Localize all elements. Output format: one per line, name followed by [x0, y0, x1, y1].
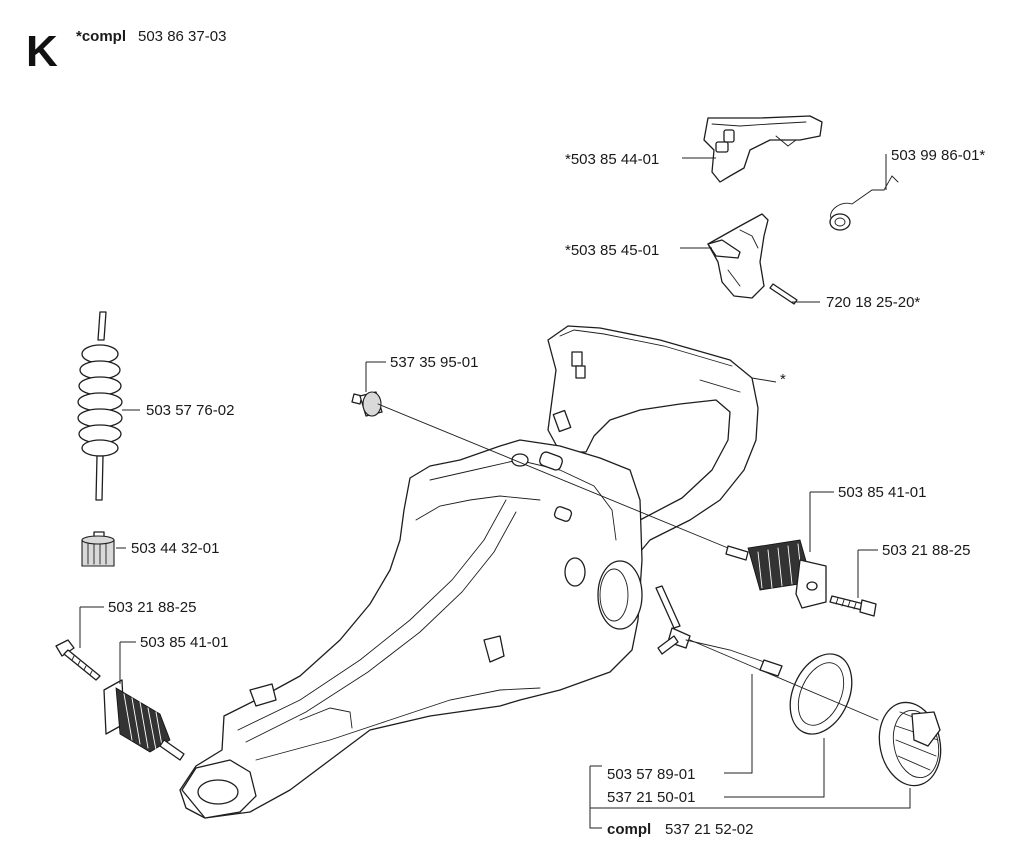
label-lever: *503 85 44-01: [565, 151, 659, 168]
label-hose: 503 57 89-01: [607, 766, 695, 783]
coil-spring-part: [77, 311, 123, 501]
trigger-part: [707, 213, 769, 299]
leader-asterisk: [751, 377, 777, 383]
label-right-screw: 503 21 88-25: [882, 542, 970, 559]
label-cap: 537 21 52-02: [665, 821, 753, 838]
pin-part: [769, 283, 798, 305]
small-spring-part: [829, 175, 899, 231]
leader-right-screw: [857, 549, 878, 598]
leader-cap: [590, 788, 911, 809]
section-letter: K: [26, 27, 58, 76]
label-filter: 503 44 32-01: [131, 540, 219, 557]
label-coil-spring: 503 57 76-02: [146, 402, 234, 419]
right-damper-part: [725, 539, 827, 609]
axis-top-damper: [377, 403, 729, 549]
label-gasket: 537 21 50-01: [607, 789, 695, 806]
lever-part: [703, 115, 823, 183]
kit-prefix: *compl: [76, 28, 126, 45]
right-screw-part: [829, 595, 877, 617]
fuel-hose-part: [655, 585, 783, 677]
leader-compl-bracket: [589, 766, 602, 829]
kit-number: 503 86 37-03: [138, 28, 226, 45]
fuel-cap-part: [878, 701, 942, 787]
leader-top-damper: [365, 361, 386, 392]
leader-right-damper: [809, 491, 834, 552]
leader-gasket: [724, 738, 825, 798]
label-asterisk: *: [780, 371, 786, 388]
label-pin: 720 18 25-20*: [826, 294, 920, 311]
leader-hose: [724, 674, 753, 774]
leader-left-screw: [79, 606, 104, 648]
label-small-spring: 503 99 86-01*: [891, 147, 985, 164]
label-left-damper: 503 85 41-01: [140, 634, 228, 651]
left-damper-part: [103, 679, 185, 761]
label-top-damper: 537 35 95-01: [390, 354, 478, 371]
gasket-ring-part: [789, 653, 853, 735]
tank-housing: [179, 325, 759, 819]
label-cap-prefix: compl: [607, 821, 651, 838]
label-left-screw: 503 21 88-25: [108, 599, 196, 616]
label-trigger: *503 85 45-01: [565, 242, 659, 259]
filter-part: [81, 531, 115, 567]
top-damper-part: [351, 391, 383, 417]
leader-left-damper: [119, 641, 136, 684]
axis-fuel-cap: [689, 639, 879, 721]
left-screw-part: [55, 639, 101, 681]
label-right-damper: 503 85 41-01: [838, 484, 926, 501]
